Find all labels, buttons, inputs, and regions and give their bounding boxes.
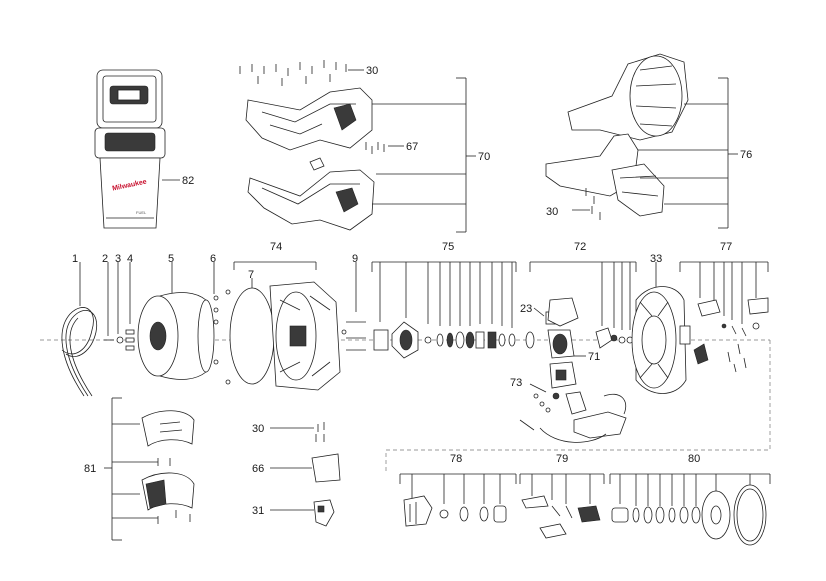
feed-mechanism-75: 75 bbox=[371, 241, 517, 359]
callout-79: 79 bbox=[556, 453, 568, 465]
drum-assembly-74: 74 7 bbox=[225, 241, 347, 391]
callout-1: 1 bbox=[72, 253, 78, 265]
accessory-kit-79: 79 bbox=[519, 453, 605, 539]
callout-71: 71 bbox=[588, 351, 600, 363]
callout-76: 76 bbox=[740, 149, 752, 161]
small-parts-2-3-4: 2 3 4 bbox=[102, 253, 135, 351]
hardware-group-77: 77 bbox=[679, 241, 769, 373]
callout-82: 82 bbox=[182, 175, 194, 187]
pins-9: 9 bbox=[346, 253, 366, 351]
callout-66: 66 bbox=[252, 463, 264, 475]
callout-31: 31 bbox=[252, 505, 264, 517]
screws-30-top bbox=[239, 60, 347, 86]
callout-3: 3 bbox=[115, 253, 121, 265]
callout-23: 23 bbox=[520, 303, 532, 315]
housing-group-70: 30 67 70 bbox=[239, 60, 490, 233]
callout-5: 5 bbox=[168, 253, 174, 265]
accessory-leader bbox=[385, 340, 771, 472]
callout-30-right: 30 bbox=[546, 206, 558, 218]
accessory-kit-80: 80 bbox=[609, 453, 771, 546]
callout-33: 33 bbox=[650, 253, 662, 265]
cable-1: 1 bbox=[61, 253, 98, 397]
callout-70: 70 bbox=[478, 151, 490, 163]
fuel-logo: FUEL bbox=[136, 210, 147, 215]
callout-80: 80 bbox=[688, 453, 700, 465]
callout-6: 6 bbox=[210, 253, 216, 265]
callout-4: 4 bbox=[127, 253, 133, 265]
callout-81: 81 bbox=[84, 463, 96, 475]
callout-77: 77 bbox=[720, 241, 732, 253]
drum-5: 5 bbox=[137, 253, 215, 380]
callout-30-top: 30 bbox=[366, 65, 378, 77]
handle-guard-group-76: 30 76 bbox=[545, 53, 752, 229]
callout-67: 67 bbox=[406, 141, 418, 153]
callout-75: 75 bbox=[442, 241, 454, 253]
callout-30-lower: 30 bbox=[252, 423, 264, 435]
callout-2: 2 bbox=[102, 253, 108, 265]
cover-group-81: 81 bbox=[84, 397, 195, 541]
misc-parts-30-66-31: 30 66 31 bbox=[252, 422, 341, 527]
accessory-kit-78: 78 bbox=[399, 453, 517, 527]
carrying-case: Milwaukee FUEL 82 bbox=[94, 69, 194, 229]
screws-6: 6 bbox=[210, 253, 219, 365]
callout-74: 74 bbox=[270, 241, 282, 253]
callout-9: 9 bbox=[352, 253, 358, 265]
callout-78: 78 bbox=[450, 453, 462, 465]
callout-7: 7 bbox=[248, 269, 254, 281]
callout-72: 72 bbox=[574, 241, 586, 253]
motor-group-72: 72 23 71 73 bbox=[510, 241, 637, 443]
callout-73: 73 bbox=[510, 377, 522, 389]
gear-housing-33: 33 bbox=[631, 253, 691, 394]
